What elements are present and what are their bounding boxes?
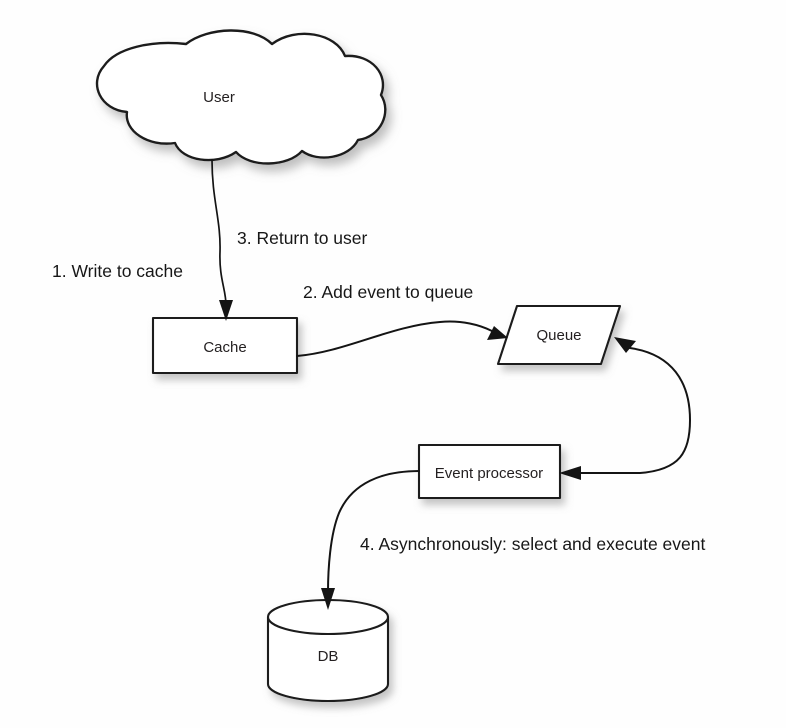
step-label-1: 1. Write to cache (52, 261, 183, 281)
node-event-processor-label: Event processor (435, 465, 543, 482)
node-queue[interactable]: Queue (496, 304, 622, 366)
node-db-label: DB (318, 648, 339, 665)
node-user-label: User (203, 89, 235, 106)
step-label-2: 2. Add event to queue (303, 282, 473, 302)
node-db[interactable]: DB (266, 598, 390, 703)
node-cache[interactable]: Cache (151, 316, 299, 375)
edge-cache-to-queue (296, 320, 508, 357)
step-label-3: 3. Return to user (237, 228, 368, 248)
edge-event-processor-to-db (321, 470, 420, 610)
edge-user-to-cache (211, 159, 233, 321)
node-cache-label: Cache (203, 339, 246, 356)
step-label-4: 4. Asynchronously: select and execute ev… (360, 534, 705, 554)
node-queue-label: Queue (536, 327, 581, 344)
node-event-processor[interactable]: Event processor (417, 443, 562, 500)
edge-queue-event-processor (559, 337, 692, 480)
node-user[interactable]: User (95, 29, 387, 165)
